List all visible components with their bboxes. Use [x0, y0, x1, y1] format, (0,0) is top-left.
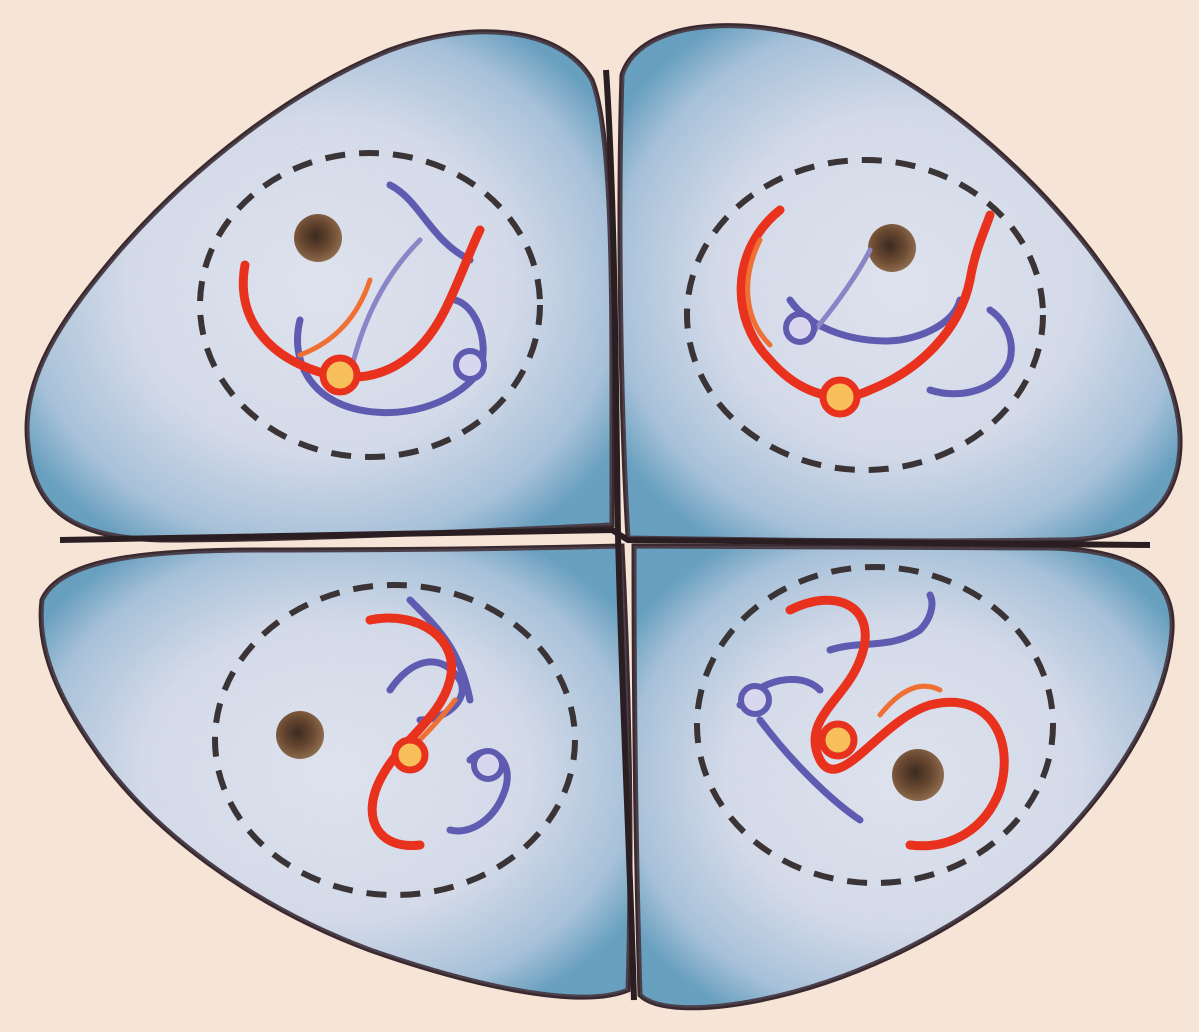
cell-bottom-left	[41, 546, 630, 997]
cell-top-right	[620, 26, 1180, 541]
nucleolus-top-right	[868, 224, 916, 272]
nucleolus-bottom-right	[892, 749, 944, 801]
nucleolus-bottom-left	[276, 711, 324, 759]
cell-top-left	[27, 32, 612, 540]
nucleolus-top-left	[294, 214, 342, 262]
